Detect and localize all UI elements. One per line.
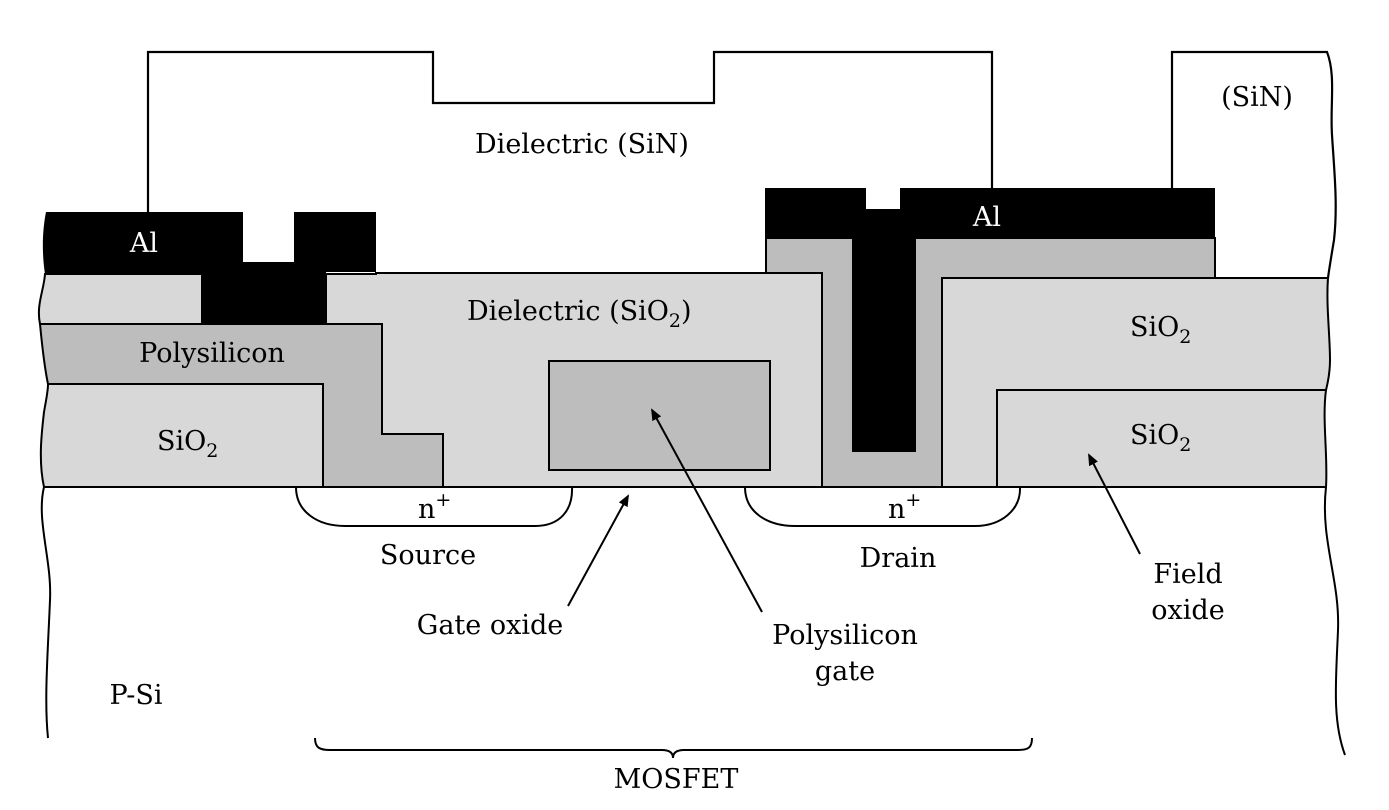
gate-oxide-arrow (567, 494, 629, 607)
sin-right-label: (SiN) (1221, 82, 1293, 113)
al-right-label: Al (972, 202, 1001, 233)
al-metal-right (765, 188, 1215, 452)
sio2-left-label: SiO2 (157, 426, 218, 462)
substrate-left-boundary (40, 486, 52, 739)
n-plus-source-label: n+ (418, 489, 451, 525)
sio2-right-lower-subscript: 2 (1179, 434, 1191, 456)
n-plus-drain-superscript: + (905, 489, 921, 511)
source-n-plus-region (295, 486, 574, 527)
substrate-right-boundary (1323, 486, 1346, 756)
sin-right-layer (1170, 50, 1337, 279)
al-left-label: Al (129, 228, 158, 259)
field-oxide-label-line1: Field (1153, 559, 1222, 590)
field-oxide-label-line2: oxide (1151, 595, 1224, 626)
sio2-right-lower-text: SiO (1130, 420, 1179, 451)
dielectric-sio2-subscript: 2 (669, 310, 681, 332)
dielectric-sio2-label: Dielectric (SiO2) (467, 296, 692, 332)
sio2-right-lower-label: SiO2 (1130, 420, 1191, 456)
dielectric-sin-layer (146, 50, 994, 212)
dielectric-sin-label: Dielectric (SiN) (475, 129, 689, 160)
sio2-right-lower (996, 389, 1328, 488)
sio2-left-block (39, 383, 324, 488)
mosfet-label: MOSFET (614, 764, 739, 795)
polysilicon-gate-arrow (651, 408, 763, 613)
mosfet-bracket (314, 737, 1033, 759)
dielectric-sio2-close: ) (681, 296, 692, 327)
dielectric-sio2-text: Dielectric (SiO (467, 296, 669, 327)
sio2-right-upper-text: SiO (1130, 312, 1179, 343)
sio2-strip-left (37, 273, 203, 325)
drain-label: Drain (860, 543, 937, 574)
polysilicon-gate-label-line1: Polysilicon (772, 620, 918, 651)
n-plus-drain-text: n (888, 494, 905, 525)
gate-oxide-label: Gate oxide (417, 610, 563, 641)
sio2-right-upper-subscript: 2 (1179, 326, 1191, 348)
sio2-left-subscript: 2 (206, 440, 218, 462)
polysilicon-label: Polysilicon (139, 338, 285, 369)
drain-n-plus-region (744, 486, 1022, 527)
n-plus-source-superscript: + (435, 489, 451, 511)
p-si-label: P-Si (110, 680, 163, 711)
sio2-left-text: SiO (157, 426, 206, 457)
polysilicon-gate-block (548, 360, 771, 471)
n-plus-source-text: n (418, 494, 435, 525)
source-label: Source (380, 540, 476, 571)
sio2-right-upper-label: SiO2 (1130, 312, 1191, 348)
polysilicon-gate-label-line2: gate (815, 656, 875, 687)
al-metal-left (42, 212, 376, 324)
n-plus-drain-label: n+ (888, 489, 921, 525)
field-oxide-arrow (1088, 453, 1141, 555)
